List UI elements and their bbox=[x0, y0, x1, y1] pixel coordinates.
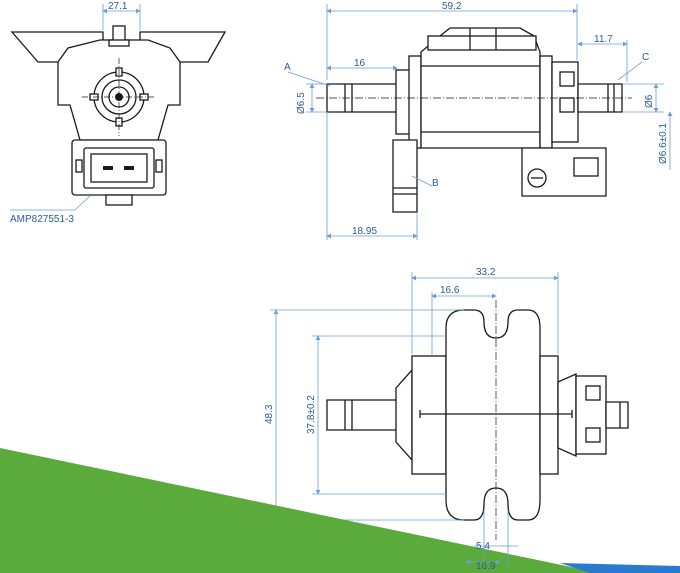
outlet-length-label: 11.7 bbox=[594, 34, 613, 45]
top-view: 33.2 16.6 48.3 37.8±0.2 bbox=[264, 267, 629, 540]
top-inner-width-label: 16.6 bbox=[440, 285, 460, 296]
port-b-callout: B bbox=[432, 178, 439, 189]
front-width-label: 27.1 bbox=[108, 1, 128, 12]
top-width-label: 33.2 bbox=[476, 267, 496, 278]
port-offset-label: 16 bbox=[354, 58, 366, 69]
port-c-callout: C bbox=[642, 52, 649, 63]
side-length-label: 59.2 bbox=[442, 1, 462, 12]
diameter-c-label: Ø6 bbox=[644, 94, 655, 108]
connector-callout: AMP827551-3 bbox=[10, 214, 74, 225]
front-view: 27.1 AMP827551-3 bbox=[10, 1, 227, 225]
slot-width-label: 5.4 bbox=[476, 541, 490, 552]
slot-span-label: 16.9 bbox=[476, 561, 496, 572]
height-overall-label: 48.3 bbox=[264, 404, 275, 424]
port-b-offset-label: 18.95 bbox=[352, 226, 377, 237]
side-view: 59.2 16 11.7 Ø6.5 Ø6 Ø6.6±0.1 18.95 A B … bbox=[284, 1, 673, 240]
slot-dimensions: 5.4 16.9 bbox=[465, 510, 518, 572]
footer-bands bbox=[0, 448, 680, 573]
diameter-a-label: Ø6.5 bbox=[296, 92, 307, 114]
diameter-tol-label: Ø6.6±0.1 bbox=[658, 122, 669, 164]
height-inner-label: 37.8±0.2 bbox=[306, 395, 317, 434]
port-a-callout: A bbox=[284, 62, 291, 73]
